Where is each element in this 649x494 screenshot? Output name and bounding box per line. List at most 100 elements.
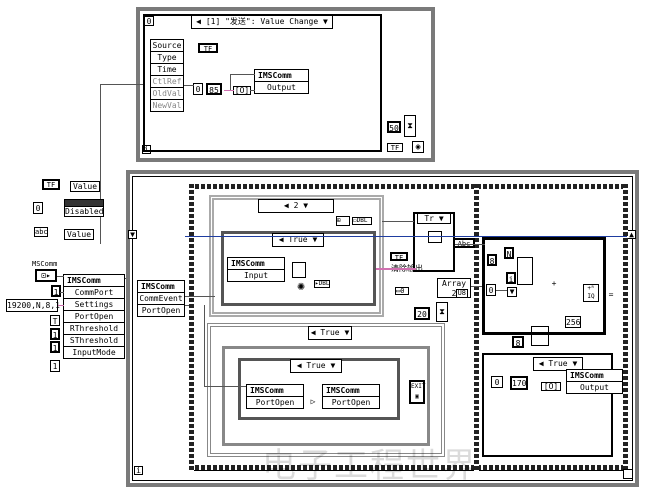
prop-portopen: PortOpen bbox=[141, 306, 181, 315]
wait-const-20: 20 bbox=[414, 307, 430, 320]
const-8: 8 bbox=[487, 254, 497, 266]
array-subset-icon bbox=[517, 257, 533, 285]
property-node: IMSComm CommPort Settings PortOpen RThre… bbox=[63, 274, 125, 359]
case-selector-2[interactable]: ◀ 2 ▼ bbox=[258, 199, 334, 213]
value-label: Value bbox=[66, 230, 92, 239]
dropdown-arrow-icon: ▼ bbox=[303, 201, 309, 210]
inputmode-const: 1 bbox=[50, 360, 60, 372]
shift-indicator-top: ⊞ bbox=[336, 216, 350, 226]
array-index-const: ▭0 bbox=[395, 287, 409, 295]
tf-label: TF bbox=[42, 179, 60, 190]
prev-arrow-icon: ◀ bbox=[196, 17, 201, 26]
loop-index-i: i bbox=[506, 272, 516, 284]
commport-const: 1 bbox=[51, 285, 61, 297]
build-array-icon bbox=[531, 326, 549, 346]
event-case-selector[interactable]: ◀ [1] "发送": Value Change ▼ bbox=[191, 15, 333, 29]
event-output-node: IMSComm Output bbox=[254, 69, 309, 94]
sequence-film-bottom bbox=[189, 465, 628, 470]
case-selector-true-d[interactable]: ◀ True ▼ bbox=[533, 357, 583, 371]
event-index[interactable]: 0 bbox=[144, 16, 154, 26]
equal-icon: = bbox=[608, 290, 614, 299]
imscomm-title: IMSComm bbox=[323, 385, 379, 397]
portopen-const: T bbox=[50, 315, 60, 326]
const-256: 256 bbox=[565, 316, 581, 328]
wait-const-50: 50 bbox=[387, 121, 401, 133]
prop-inputmode: InputMode bbox=[72, 348, 116, 357]
prop-portopen: PortOpen bbox=[255, 398, 295, 407]
const-85: 85 bbox=[206, 83, 222, 95]
mscomm-control[interactable]: ⊡▸ bbox=[35, 269, 57, 282]
stop-icon: ◉ bbox=[412, 141, 424, 153]
event-data-item: CtlRef bbox=[151, 77, 183, 88]
shift-register-icon: ▼ bbox=[507, 287, 517, 297]
case-value: 2 bbox=[293, 201, 299, 210]
stop-tf: TF bbox=[387, 143, 403, 152]
loop-index: i bbox=[142, 145, 151, 154]
case-selector-tf[interactable]: Tr ▼ bbox=[417, 213, 451, 224]
const-0b: 0 bbox=[491, 376, 503, 388]
while-loop-inner bbox=[222, 346, 430, 446]
portopen-write-node: IMSComm PortOpen bbox=[322, 384, 380, 409]
imscomm-title: IMSComm bbox=[567, 370, 622, 382]
case-value: True bbox=[548, 359, 568, 368]
build-array-icon-2: [O] bbox=[541, 382, 561, 391]
prev-arrow-icon: ◀ bbox=[278, 235, 284, 244]
u8-label: U8 bbox=[455, 289, 468, 298]
dropdown-arrow-icon: ▼ bbox=[572, 359, 578, 368]
prop-commevent: CommEvent bbox=[138, 294, 184, 305]
event-data-item: Type bbox=[151, 52, 183, 64]
shift-indicator-top-2: ▭DBL bbox=[352, 217, 372, 225]
output-node-right: IMSComm Output bbox=[566, 369, 623, 394]
commevent-node: IMSComm CommEvent PortOpen bbox=[137, 280, 185, 317]
const-0-right: 0 bbox=[486, 284, 496, 296]
input-node: IMSComm Input bbox=[227, 257, 285, 282]
prop-rthreshold: RThreshold bbox=[64, 323, 124, 335]
output-property: Output bbox=[267, 83, 296, 92]
imscomm-title: IMSComm bbox=[255, 70, 308, 82]
loop-count-N: N bbox=[504, 247, 514, 259]
type-cast-icon bbox=[292, 262, 306, 278]
sequence-film-right bbox=[623, 184, 628, 471]
const-8b: 8 bbox=[512, 336, 524, 348]
mscomm-label: MSComm bbox=[32, 260, 58, 268]
shift-register-right: ▲ bbox=[627, 230, 636, 239]
case-structure-true-a bbox=[221, 231, 376, 306]
sequence-divider bbox=[474, 184, 479, 471]
case-structure-true-b bbox=[207, 323, 445, 457]
shift-register-left: ▼ bbox=[128, 230, 137, 239]
case-structure-true-d bbox=[482, 353, 613, 457]
imscomm-title: IMSComm bbox=[138, 281, 184, 293]
disabled-label: Disabled bbox=[65, 207, 104, 216]
exit-button[interactable]: EXIT▣ bbox=[409, 380, 425, 404]
const-0: 0 bbox=[193, 83, 203, 95]
add-icon: + bbox=[551, 279, 557, 288]
stop-terminal-main bbox=[623, 469, 633, 479]
event-data-item: Source bbox=[151, 41, 183, 52]
for-loop-right bbox=[482, 237, 606, 335]
prop-settings: Settings bbox=[64, 299, 124, 311]
case-selector-true-b[interactable]: ◀ True ▼ bbox=[308, 326, 352, 340]
event-data-item: Time bbox=[151, 64, 183, 76]
case-value: True bbox=[288, 235, 308, 244]
dropdown-arrow-icon: ▼ bbox=[322, 17, 328, 26]
tf-value-node: Value bbox=[70, 181, 100, 192]
prop-portopen: PortOpen bbox=[331, 398, 371, 407]
sequence-film-top bbox=[189, 184, 628, 189]
imscomm-title: IMSComm bbox=[247, 385, 303, 397]
value-label: Value bbox=[72, 182, 98, 191]
tf-indicator: TF bbox=[198, 43, 218, 53]
disabled-const: 0 bbox=[33, 202, 43, 214]
dropdown-arrow-icon: ▼ bbox=[344, 328, 350, 337]
imscomm-title: IMSComm bbox=[228, 258, 284, 270]
const-170: 170 bbox=[510, 376, 528, 390]
abc-const: abc bbox=[34, 227, 48, 237]
dropdown-arrow-icon: ▼ bbox=[330, 361, 336, 370]
main-loop-index: i bbox=[134, 466, 143, 475]
wait-icon: ⧗ bbox=[436, 302, 448, 322]
settings-const: 19200,N,8,1 bbox=[6, 299, 60, 312]
tf-small: TF bbox=[390, 252, 408, 262]
prop-input: Input bbox=[243, 271, 269, 280]
case-selector-true-c[interactable]: ◀ True ▼ bbox=[290, 359, 342, 373]
empty-string-const bbox=[428, 231, 442, 243]
